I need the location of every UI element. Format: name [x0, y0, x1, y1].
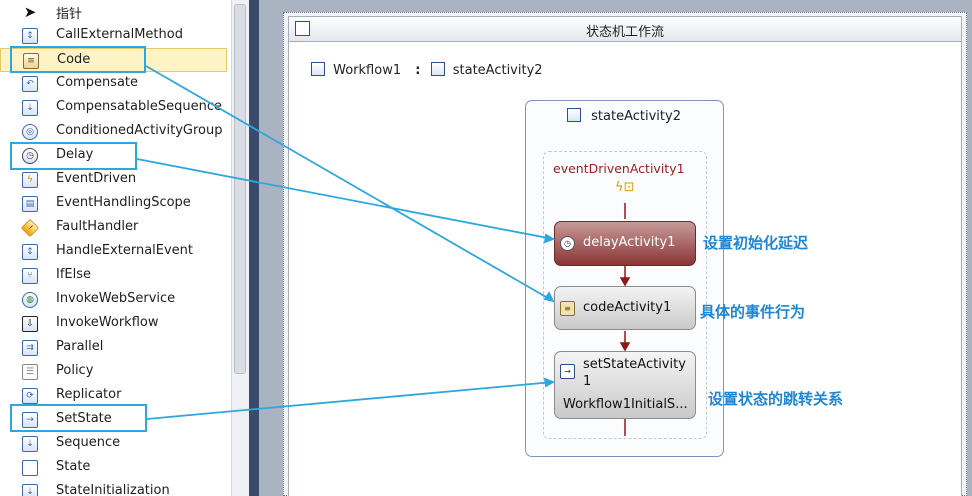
toolbox-item-if-else[interactable]: ⑂ IfElse: [0, 264, 231, 288]
annotation-code: 具体的事件行为: [700, 303, 806, 321]
if-else-icon: ⑂: [22, 268, 38, 284]
toolbox-item-label: CallExternalMethod: [56, 27, 183, 42]
toolbox-item-label: ConditionedActivityGroup: [56, 123, 223, 138]
compensatable-sequence-icon: ⇣: [22, 100, 38, 116]
toolbox-item-invoke-web-service[interactable]: ◍ InvokeWebService: [0, 288, 231, 312]
set-state-activity[interactable]: → setStateActivity 1 Workflow1InitialS..…: [554, 351, 696, 419]
toolbox-item-state-initialization[interactable]: ⇣ StateInitialization: [0, 480, 231, 496]
annotation-delay: 设置初始化延迟: [703, 234, 809, 252]
toolbox-item-label: Compensate: [56, 75, 139, 90]
code-icon: ≡: [560, 301, 575, 316]
toolbox-item-compensatable-sequence[interactable]: ⇣ CompensatableSequence: [0, 96, 231, 120]
toolbox-item-call-external-method[interactable]: ↕ CallExternalMethod: [0, 24, 231, 48]
workflow-state-icon: [295, 21, 310, 36]
state-activity-title[interactable]: stateActivity2: [567, 108, 681, 124]
set-state-activity-label: setStateActivity: [583, 357, 686, 372]
compensate-icon: ↶: [22, 76, 38, 92]
event-handling-scope-icon: ▤: [22, 196, 38, 212]
toolbox-item-conditioned-activity-group[interactable]: ◎ ConditionedActivityGroup: [0, 120, 231, 144]
workflow-title: 状态机工作流: [585, 25, 664, 40]
toolbox-scrollbar-thumb[interactable]: [234, 4, 246, 374]
toolbox-item-replicator[interactable]: ⟳ Replicator: [0, 384, 231, 408]
toolbox-item-invoke-workflow[interactable]: ⇩ InvokeWorkflow: [0, 312, 231, 336]
fault-handler-icon: !: [20, 218, 40, 238]
state-icon: [311, 62, 325, 76]
invoke-workflow-icon: ⇩: [22, 316, 38, 332]
sequence-icon: ⇣: [22, 436, 38, 452]
breadcrumb-separator: :: [415, 63, 421, 78]
toolbox-item-label: IfElse: [56, 267, 92, 282]
toolbox-item-label: Policy: [56, 363, 94, 378]
toolbox-item-label: Sequence: [56, 435, 121, 450]
delay-activity[interactable]: ◷ delayActivity1: [554, 221, 696, 266]
toolbox-scrollbar[interactable]: [231, 0, 249, 496]
handle-external-event-icon: ↕: [22, 244, 38, 260]
toolbox-item-label: EventHandlingScope: [56, 195, 191, 210]
toolbox-item-label: InvokeWebService: [56, 291, 176, 306]
workflow-header: 状态机工作流: [288, 16, 962, 42]
toolbox-item-handle-external-event[interactable]: ↕ HandleExternalEvent: [0, 240, 231, 264]
highlight-box-code: [10, 46, 146, 73]
toolbox-item-label: Parallel: [56, 339, 104, 354]
toolbox-item-event-driven[interactable]: ϟ EventDriven: [0, 168, 231, 192]
event-driven-activity-title[interactable]: eventDrivenActivity1: [553, 161, 685, 176]
policy-icon: ☰: [22, 364, 38, 380]
toolbox-item-label: State: [56, 459, 91, 474]
set-state-icon: →: [22, 412, 38, 428]
delay-icon: ◷: [22, 148, 38, 164]
toolbox-item-label: StateInitialization: [56, 483, 170, 496]
replicator-icon: ⟳: [22, 388, 38, 404]
breadcrumb-root[interactable]: Workflow1: [333, 63, 402, 78]
annotation-set-state: 设置状态的跳转关系: [708, 390, 844, 408]
set-state-target: Workflow1InitialS...: [563, 397, 688, 412]
breadcrumb-current[interactable]: stateActivity2: [452, 63, 543, 78]
toolbox-item-set-state[interactable]: → SetState: [0, 408, 231, 432]
state-icon: [567, 108, 581, 122]
delay-activity-label: delayActivity1: [583, 235, 676, 250]
toolbox-item-label: Delay: [56, 147, 94, 162]
code-activity-label: codeActivity1: [583, 300, 672, 315]
toolbox-item-pointer[interactable]: ➤ 指针: [0, 0, 231, 24]
toolbox-item-delay[interactable]: ◷ Delay: [0, 144, 231, 168]
toolbox-item-code[interactable]: ≡ Code: [0, 48, 227, 72]
breadcrumb: Workflow1 : stateActivity2: [311, 62, 547, 78]
toolbox-item-label: Code: [57, 52, 91, 67]
toolbox-item-label: HandleExternalEvent: [56, 243, 194, 258]
conditioned-activity-group-icon: ◎: [22, 124, 38, 140]
toolbox-item-compensate[interactable]: ↶ Compensate: [0, 72, 231, 96]
state-activity-label: stateActivity2: [591, 109, 681, 124]
highlight-box-delay: [10, 142, 137, 170]
invoke-web-service-icon: ◍: [22, 292, 38, 308]
toolbox-item-label: Replicator: [56, 387, 122, 402]
code-icon: ≡: [23, 53, 39, 69]
event-driven-icon: ϟ: [22, 172, 38, 188]
toolbox-item-label: EventDriven: [56, 171, 137, 186]
parallel-icon: ⇉: [22, 340, 38, 356]
set-state-activity-label-suffix: 1: [583, 374, 592, 389]
state-icon: [430, 62, 445, 76]
toolbox-item-label: FaultHandler: [56, 219, 139, 234]
toolbox-item-label: CompensatableSequence: [56, 99, 222, 114]
delay-icon: ◷: [560, 236, 575, 251]
panel-splitter[interactable]: [249, 0, 259, 496]
toolbox-item-fault-handler[interactable]: ! FaultHandler: [0, 216, 231, 240]
call-external-method-icon: ↕: [22, 28, 38, 44]
toolbox-item-label: 指针: [56, 7, 83, 22]
toolbox-item-parallel[interactable]: ⇉ Parallel: [0, 336, 231, 360]
code-activity[interactable]: ≡ codeActivity1: [554, 286, 696, 330]
state-initialization-icon: ⇣: [22, 484, 38, 496]
toolbox-item-state[interactable]: State: [0, 456, 231, 480]
toolbox-item-sequence[interactable]: ⇣ Sequence: [0, 432, 231, 456]
toolbox-item-policy[interactable]: ☰ Policy: [0, 360, 231, 384]
set-state-icon: →: [560, 364, 575, 379]
highlight-box-set-state: [10, 404, 147, 432]
toolbox-item-label: SetState: [56, 411, 112, 426]
toolbox-item-label: InvokeWorkflow: [56, 315, 159, 330]
event-driven-icon: ϟ⊡: [615, 180, 635, 195]
pointer-icon: ➤: [23, 3, 37, 21]
state-icon: [22, 460, 38, 476]
toolbox-item-event-handling-scope[interactable]: ▤ EventHandlingScope: [0, 192, 231, 216]
